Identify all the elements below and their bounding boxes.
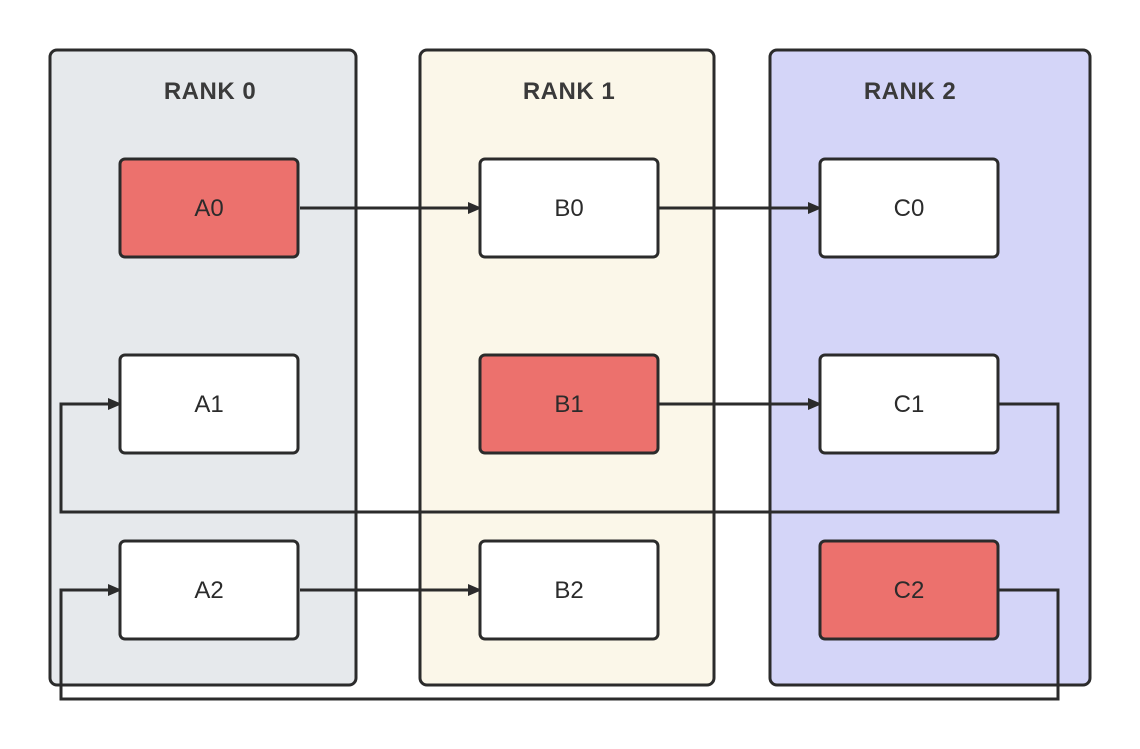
- block-c2-label: C2: [894, 577, 925, 604]
- block-c2: C2: [818, 539, 1000, 641]
- block-c0-label: C0: [894, 195, 925, 222]
- block-b0-box: [478, 157, 660, 259]
- block-b1-box: [478, 353, 660, 455]
- connectors: [59, 202, 1060, 701]
- edge-c1-a1: [59, 398, 1060, 514]
- block-a1: A1: [118, 353, 300, 455]
- block-b1-label: B1: [554, 391, 583, 418]
- block-a2: A2: [118, 539, 300, 641]
- block-a0-box: [118, 157, 300, 259]
- block-c1: C1: [818, 353, 1000, 455]
- rank-2-title: RANK 2: [864, 78, 956, 105]
- rank-1-title: RANK 1: [523, 78, 615, 105]
- block-c1-box: [818, 353, 1000, 455]
- block-a2-label: A2: [194, 577, 223, 604]
- block-b1: B1: [478, 353, 660, 455]
- block-b2-box: [478, 539, 660, 641]
- block-c0-box: [818, 157, 1000, 259]
- block-b0: B0: [478, 157, 660, 259]
- block-c2-box: [818, 539, 1000, 641]
- block-a1-box: [118, 353, 300, 455]
- block-b2-label: B2: [554, 577, 583, 604]
- block-b2: B2: [478, 539, 660, 641]
- block-a1-label: A1: [194, 391, 223, 418]
- block-a2-box: [118, 539, 300, 641]
- block-c1-label: C1: [894, 391, 925, 418]
- block-c0: C0: [818, 157, 1000, 259]
- block-a0: A0: [118, 157, 300, 259]
- edge-c2-a2: [59, 584, 1060, 701]
- block-b0-label: B0: [554, 195, 583, 222]
- rank-0-title: RANK 0: [164, 78, 256, 105]
- block-a0-label: A0: [194, 195, 223, 222]
